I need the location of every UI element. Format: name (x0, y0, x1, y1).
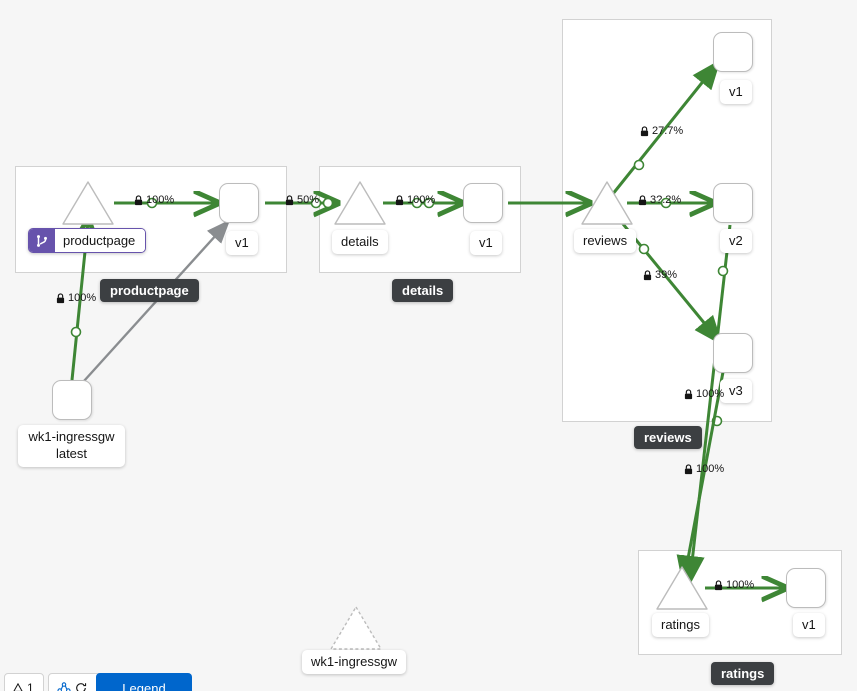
workload-label-reviews-v2[interactable]: v2 (720, 229, 752, 254)
edge-label-productpage-v1-to-details-text: 50% (297, 194, 320, 206)
edge-label-reviews-v2-to-ratings[interactable]: 100% (684, 389, 724, 400)
node-count-value: 1 (27, 681, 34, 691)
workload-node-reviews-v2[interactable] (713, 183, 753, 223)
workload-label-productpage-v1[interactable]: v1 (226, 231, 258, 256)
mtls-lock-icon (638, 195, 647, 206)
service-node-ratings[interactable] (655, 565, 709, 611)
workload-label-ratings-v1[interactable]: v1 (793, 613, 825, 638)
share-nodes-icon (57, 682, 71, 691)
mtls-lock-icon (395, 195, 404, 206)
workload-node-reviews-v3[interactable] (713, 333, 753, 373)
group-label-ratings[interactable]: ratings (711, 662, 775, 685)
refresh-icon (76, 683, 87, 691)
workload-label-details-v1[interactable]: v1 (470, 231, 502, 256)
edge-label-reviews-v3-to-ratings[interactable]: 100% (684, 464, 724, 475)
group-label-productpage[interactable]: productpage (100, 279, 199, 302)
group-label-reviews[interactable]: reviews (634, 426, 702, 449)
edge-label-ratings-to-v1-text: 100% (726, 579, 755, 591)
edge-label-productpage-to-v1[interactable]: 100% (134, 195, 174, 206)
service-node-wk1-ingressgw[interactable] (329, 605, 383, 651)
service-node-details[interactable] (333, 180, 387, 226)
mtls-lock-icon (640, 126, 649, 137)
service-label-wk1-ingressgw[interactable]: wk1-ingressgw (302, 650, 406, 675)
mtls-lock-icon (285, 195, 294, 206)
mtls-lock-icon (714, 580, 723, 591)
workload-node-productpage-v1[interactable] (219, 183, 259, 223)
edge-label-ingressgw-to-productpage-text: 100% (68, 292, 97, 304)
workload-node-ingressgw[interactable] (52, 380, 92, 420)
edge-label-productpage-to-v1-text: 100% (146, 194, 175, 206)
edge-label-details-to-v1[interactable]: 100% (395, 195, 435, 206)
edge-label-reviews-to-v3-text: 39% (655, 269, 678, 281)
workload-label-reviews-v3[interactable]: v3 (720, 379, 752, 404)
node-count-chip[interactable]: 1 (4, 673, 44, 691)
service-label-productpage-text: productpage (55, 229, 146, 252)
edge-label-reviews-v2-to-ratings-text: 100% (696, 388, 725, 400)
workload-label-reviews-v1[interactable]: v1 (720, 80, 752, 105)
edge-label-productpage-v1-to-details[interactable]: 50% (285, 195, 319, 206)
mtls-lock-icon (684, 464, 693, 475)
edge-label-reviews-to-v2[interactable]: 3?.2% (638, 195, 681, 206)
workload-label-ingressgw[interactable]: wk1-ingressgw latest (18, 425, 125, 467)
edge-label-reviews-to-v3[interactable]: 39% (643, 270, 677, 281)
git-branch-icon (29, 229, 55, 252)
service-node-productpage[interactable] (61, 180, 115, 226)
group-label-details[interactable]: details (392, 279, 454, 302)
workload-node-ratings-v1[interactable] (786, 568, 826, 608)
workload-label-ingressgw-line2: latest (55, 445, 88, 461)
service-label-reviews[interactable]: reviews (574, 229, 637, 254)
edge-label-reviews-to-v2-text: 3?.2% (650, 194, 682, 206)
edge-label-details-to-v1-text: 100% (407, 194, 436, 206)
mtls-lock-icon (134, 195, 143, 206)
edge-label-ratings-to-v1[interactable]: 100% (714, 580, 754, 591)
triangle-count-icon (13, 683, 23, 691)
bottom-toolbar: 1 Legend (0, 667, 857, 691)
mtls-lock-icon (643, 270, 652, 281)
service-node-reviews[interactable] (580, 180, 634, 226)
legend-button[interactable]: Legend (96, 673, 192, 691)
service-label-productpage[interactable]: productpage (28, 228, 147, 253)
service-label-ratings[interactable]: ratings (652, 613, 710, 638)
edge-label-ingressgw-to-productpage[interactable]: 100% (56, 293, 96, 304)
edge-label-reviews-v3-to-ratings-text: 100% (696, 463, 725, 475)
mtls-lock-icon (684, 389, 693, 400)
edge-label-reviews-to-v1[interactable]: 27.7% (640, 126, 683, 137)
service-label-details[interactable]: details (332, 230, 388, 255)
workload-node-details-v1[interactable] (463, 183, 503, 223)
workload-label-ingressgw-line1: wk1-ingressgw (28, 429, 115, 444)
workload-node-reviews-v1[interactable] (713, 32, 753, 72)
mtls-lock-icon (56, 293, 65, 304)
edge-label-reviews-to-v1-text: 27.7% (652, 125, 684, 137)
